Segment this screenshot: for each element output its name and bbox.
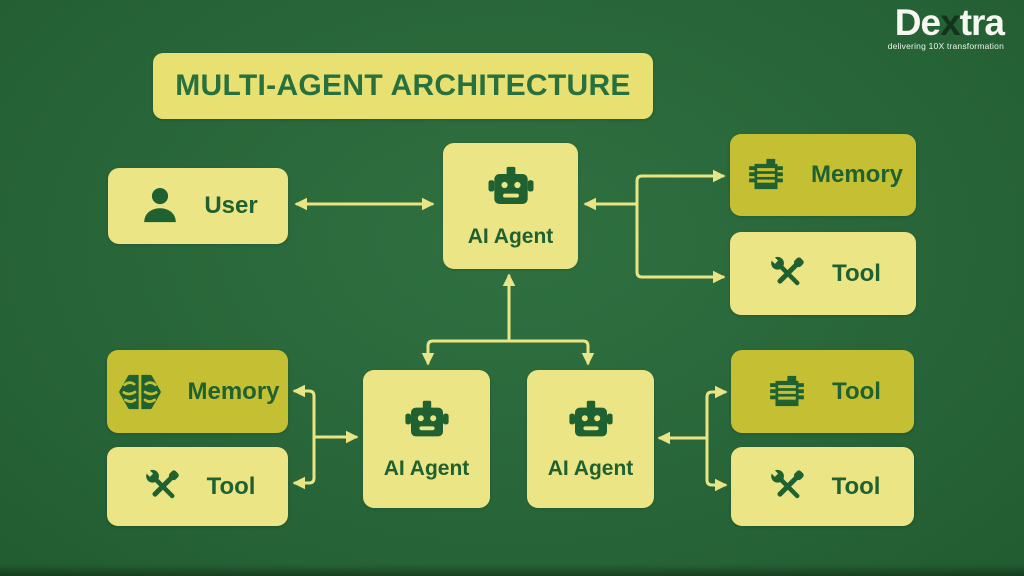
edge-agent-tools-right [705,385,728,492]
node-label: Tool [832,377,881,405]
robot-icon [403,398,451,446]
logo-tagline: delivering 10X transformation [887,41,1004,51]
tools-icon [765,251,810,296]
node-label: Tool [832,259,881,287]
node-tool-bottom-right: Tool [731,447,914,526]
memory-chip-icon [743,152,789,198]
node-ai-agent-left: AI Agent [363,370,490,508]
edge-agent-memory-tool-right [635,169,726,284]
tools-icon [140,464,185,509]
title-banner: MULTI-AGENT ARCHITECTURE [153,53,653,119]
logo-x-letter: x [940,2,961,43]
node-ai-agent-right: AI Agent [527,370,654,508]
robot-icon [486,164,536,214]
edge-agent-memory-tool-left [292,384,316,490]
node-memory-left: Memory [107,350,288,433]
page-title: MULTI-AGENT ARCHITECTURE [175,69,631,102]
node-memory-right: Memory [730,134,916,216]
tools-icon [765,464,810,509]
node-label: Tool [206,472,256,500]
node-ai-agent-top: AI Agent [443,143,578,269]
brain-icon [115,367,165,417]
robot-icon [567,398,615,446]
logo-wordmark: Dextra [894,2,1005,43]
node-label: AI Agent [547,456,634,480]
node-label: User [204,192,258,219]
node-label: Tool [831,472,881,500]
node-tool-left: Tool [107,447,288,526]
edge-branches-down [421,339,595,366]
node-label: Memory [810,161,904,188]
node-tool-right: Tool [730,232,916,315]
node-label: AI Agent [383,456,470,480]
dextra-logo: Dextra delivering 10X transformation [887,2,1005,51]
node-label: Memory [187,377,280,405]
node-label: AI Agent [467,224,554,248]
node-user: User [108,168,288,244]
memory-chip-icon [764,369,810,415]
node-tool-chip-right: Tool [731,350,914,433]
user-icon [138,184,182,228]
